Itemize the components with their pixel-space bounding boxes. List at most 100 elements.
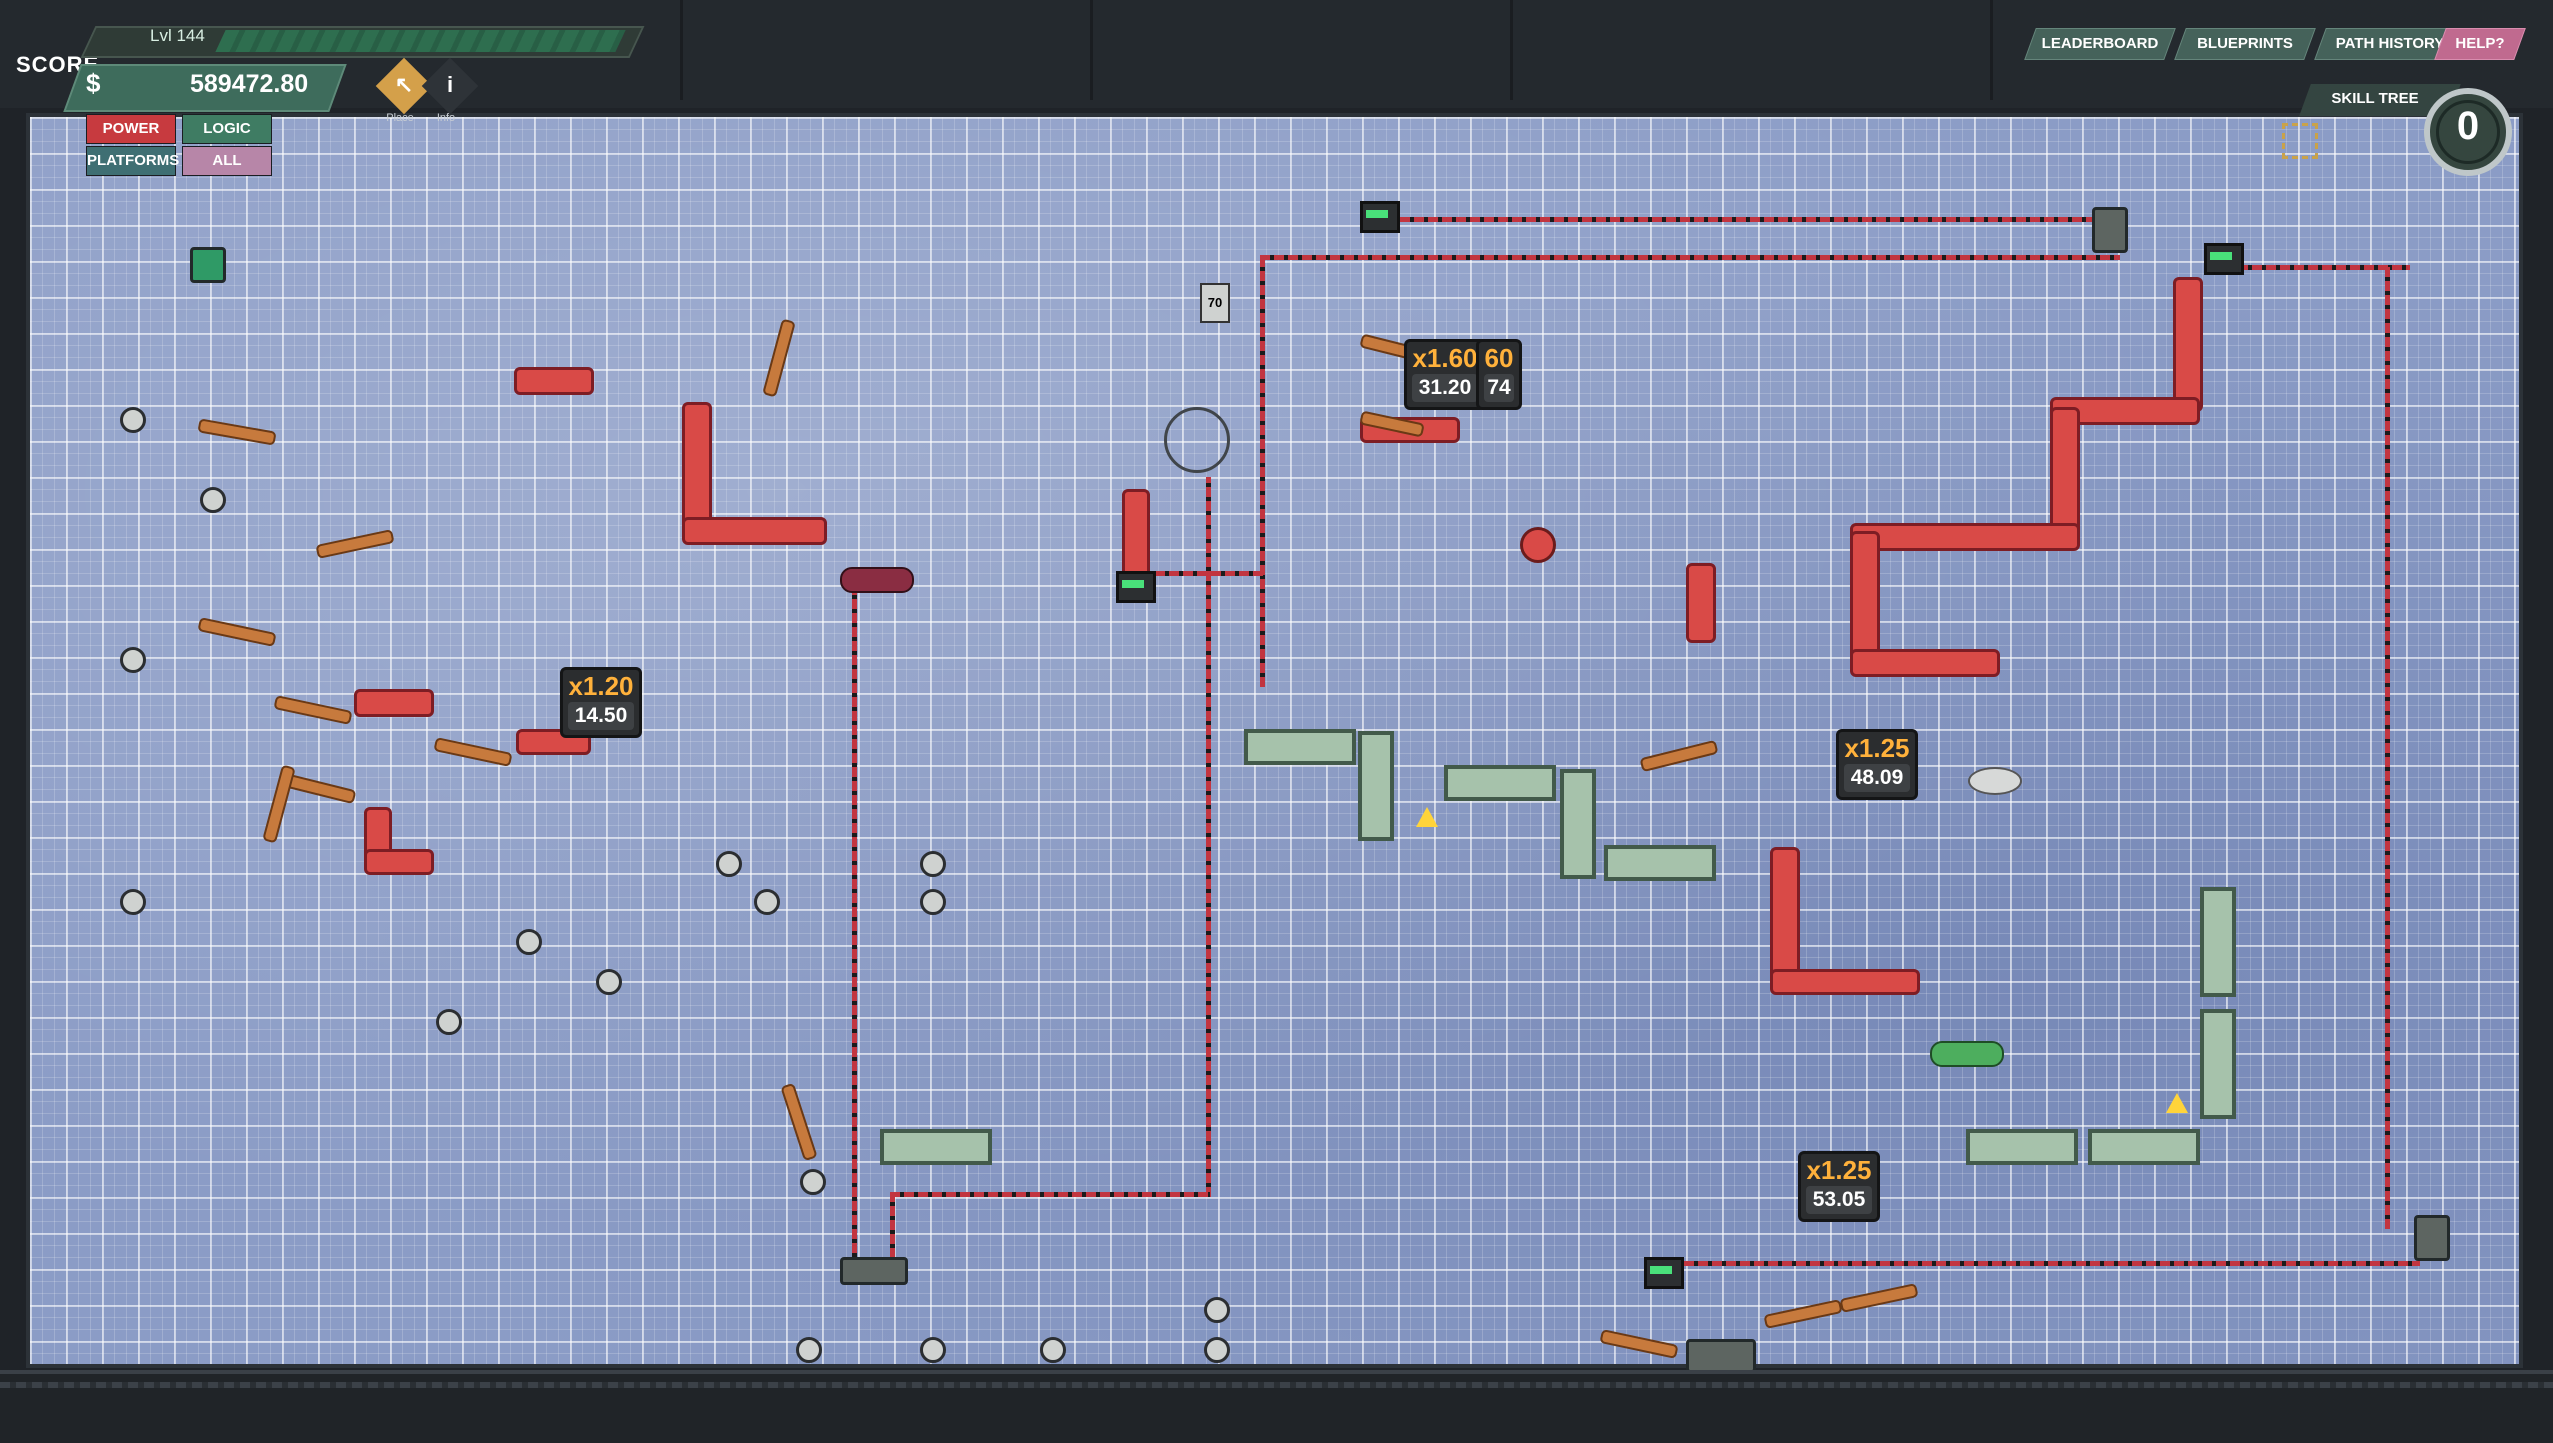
acorn-piece[interactable] [920, 851, 946, 877]
platform-panel[interactable] [1244, 729, 1356, 765]
goal-marker[interactable] [190, 247, 226, 283]
pipe-segment[interactable] [364, 849, 434, 875]
acorn-piece[interactable] [436, 1009, 462, 1035]
fullscreen-icon[interactable] [2282, 123, 2318, 159]
power-wire[interactable] [1260, 257, 1265, 687]
filter-power-button[interactable]: POWER [86, 114, 176, 144]
filter-platforms-button[interactable]: PLATFORMS [86, 146, 179, 176]
power-wire[interactable] [890, 1192, 895, 1272]
platform-panel[interactable] [1358, 731, 1394, 841]
acorn-piece[interactable] [1204, 1297, 1230, 1323]
path-history-label: PATH HISTORY [2335, 35, 2445, 52]
leaderboard-button[interactable]: LEADERBOARD [2030, 28, 2170, 60]
wooden-plank[interactable] [262, 764, 296, 844]
pipe-segment[interactable] [682, 517, 827, 545]
power-switch[interactable] [1360, 201, 1400, 233]
pipe-segment[interactable] [1850, 523, 2080, 551]
flipper-piece[interactable] [1930, 1041, 2004, 1067]
acorn-piece[interactable] [1040, 1337, 1066, 1363]
acorn-piece[interactable] [716, 851, 742, 877]
pipe-segment[interactable] [2050, 407, 2080, 537]
platform-panel[interactable] [1560, 769, 1596, 879]
pipe-segment[interactable] [2173, 277, 2203, 412]
skill-tree-button[interactable] [2424, 88, 2512, 176]
wooden-plank[interactable] [780, 1082, 818, 1162]
speed-sign[interactable]: 70 [1200, 283, 1230, 323]
blueprints-button[interactable]: BLUEPRINTS [2180, 28, 2310, 60]
power-wire[interactable] [1260, 255, 2120, 260]
platform-panel[interactable] [1444, 765, 1556, 801]
wooden-plank[interactable] [197, 418, 277, 446]
cursor-arrow-icon: ↖ [394, 72, 414, 97]
pipe-segment[interactable] [1770, 969, 1920, 995]
acorn-piece[interactable] [120, 647, 146, 673]
acorn-piece[interactable] [754, 889, 780, 915]
logic-node[interactable] [2092, 207, 2128, 253]
logic-node[interactable] [1686, 1339, 1756, 1373]
help-label: HELP? [2455, 35, 2505, 52]
platform-panel[interactable] [1966, 1129, 2078, 1165]
acorn-piece[interactable] [1204, 1337, 1230, 1363]
power-wire[interactable] [1400, 217, 2120, 222]
acorn-piece[interactable] [200, 487, 226, 513]
bay-divider [1090, 0, 1513, 100]
power-wire[interactable] [1206, 477, 1211, 1197]
power-wire[interactable] [2385, 267, 2390, 1229]
stop-sign[interactable] [1520, 527, 1556, 563]
blueprints-label: BLUEPRINTS [2197, 35, 2293, 52]
platform-panel[interactable] [1604, 845, 1716, 881]
platform-panel[interactable] [880, 1129, 992, 1165]
path-history-button[interactable]: PATH HISTORY [2320, 28, 2460, 60]
pipe-segment[interactable] [354, 689, 434, 717]
power-wire[interactable] [890, 1192, 1210, 1197]
logic-node[interactable] [840, 1257, 908, 1285]
pipe-segment[interactable] [682, 402, 712, 532]
pipe-segment[interactable] [1850, 531, 1880, 661]
filter-all-button[interactable]: ALL [182, 146, 272, 176]
acorn-piece[interactable] [120, 407, 146, 433]
wooden-plank[interactable] [762, 318, 796, 398]
acorn-piece[interactable] [800, 1169, 826, 1195]
wheel-piece[interactable] [1164, 407, 1230, 473]
pipe-segment[interactable] [514, 367, 594, 395]
wooden-plank[interactable] [197, 617, 277, 647]
power-switch[interactable] [1116, 571, 1156, 603]
wooden-plank[interactable] [433, 737, 513, 767]
wooden-plank[interactable] [1639, 739, 1719, 773]
wooden-plank[interactable] [273, 695, 353, 725]
blueprint-grid-board[interactable]: 70 x1.20 14.50 x1.60 31.20 60 74 x1.25 4… [26, 113, 2523, 1373]
acorn-piece[interactable] [120, 889, 146, 915]
acorn-piece[interactable] [596, 969, 622, 995]
score-value: 53.05 [1806, 1186, 1872, 1214]
power-switch[interactable] [1644, 1257, 1684, 1289]
acorn-piece[interactable] [920, 1337, 946, 1363]
wooden-plank[interactable] [1763, 1299, 1843, 1329]
filter-logic-button[interactable]: LOGIC [182, 114, 272, 144]
pipe-segment[interactable] [1122, 489, 1150, 579]
power-switch[interactable] [2204, 243, 2244, 275]
platform-panel[interactable] [2200, 887, 2236, 997]
logic-node[interactable] [2414, 1215, 2450, 1261]
pipe-segment[interactable] [1770, 847, 1800, 987]
skill-tree-label: SKILL TREE [2331, 90, 2419, 107]
power-wire[interactable] [2210, 265, 2410, 270]
pipe-segment[interactable] [516, 729, 591, 755]
help-button[interactable]: HELP? [2440, 28, 2520, 60]
wooden-plank[interactable] [315, 529, 395, 559]
acorn-piece[interactable] [516, 929, 542, 955]
acorn-piece[interactable] [796, 1337, 822, 1363]
wooden-plank[interactable] [1839, 1283, 1919, 1313]
platform-panel[interactable] [2088, 1129, 2200, 1165]
power-wire[interactable] [852, 587, 857, 1267]
counter-tag: 60 74 [1476, 339, 1522, 410]
acorn-piece[interactable] [920, 889, 946, 915]
bay-divider [1510, 0, 1993, 100]
multiplier-value: x1.25 [1806, 1155, 1872, 1185]
platform-panel[interactable] [2200, 1009, 2236, 1119]
power-wire[interactable] [1670, 1261, 2420, 1266]
pipe-segment[interactable] [1850, 649, 2000, 677]
pipe-segment[interactable] [1686, 563, 1716, 643]
flipper-piece[interactable] [840, 567, 914, 593]
bowling-pin-piece[interactable] [1968, 767, 2022, 795]
wooden-plank[interactable] [1599, 1329, 1679, 1359]
